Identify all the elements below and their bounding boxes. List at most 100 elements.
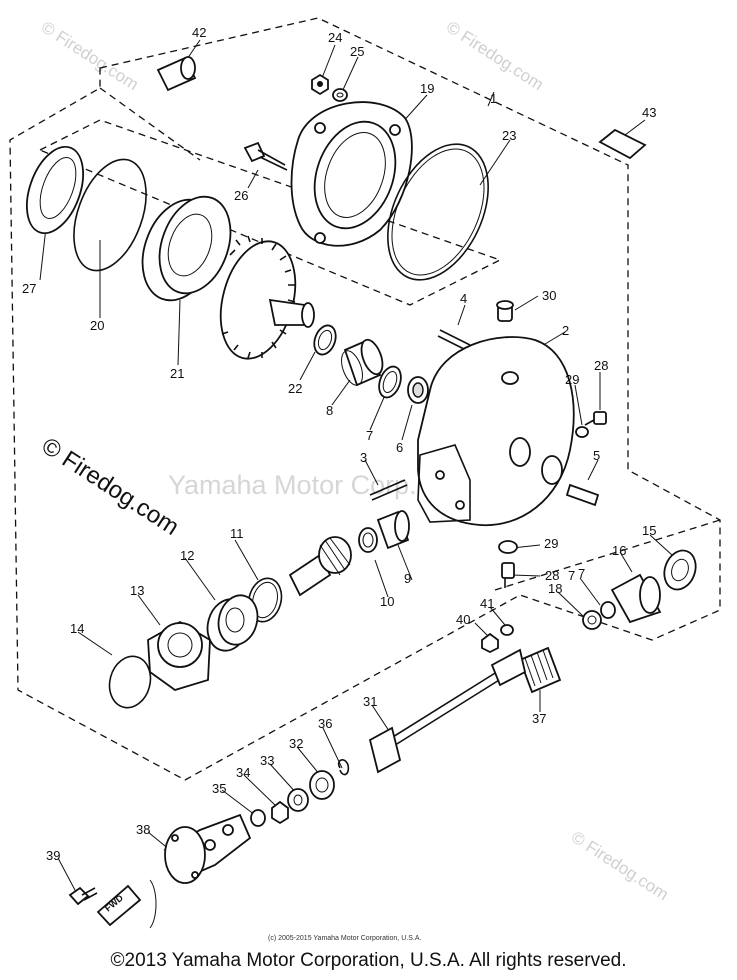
fwd-arrow-tag: FWD: [96, 884, 142, 927]
callout-33: 33: [260, 753, 274, 768]
part-2-gear-case: [417, 336, 575, 527]
part-29-washer-lower: [498, 540, 518, 554]
watermark-top-left: © Firedog.com: [38, 17, 142, 94]
assembly-outline: [9, 17, 721, 781]
callout-5: 5: [593, 448, 600, 463]
part-5-dowel: [565, 483, 600, 507]
callout-41: 41: [480, 596, 494, 611]
part-16-cover: [610, 573, 662, 624]
part-23-o-ring: [387, 143, 489, 281]
callout-8: 8: [326, 403, 333, 418]
callout-7: 7: [366, 428, 373, 443]
callout-16: 16: [612, 543, 626, 558]
flange-outline: [149, 879, 157, 929]
callout-11: 11: [230, 526, 244, 541]
part-29-washer-upper: [575, 426, 589, 438]
callout-9: 9: [404, 571, 411, 586]
small-copyright: (c) 2005-2015 Yamaha Motor Corporation, …: [268, 935, 421, 942]
part-7-ring: [378, 365, 402, 399]
callout-15: 15: [642, 523, 656, 538]
part-27-oil-seal: [26, 145, 84, 235]
callout-25: 25: [350, 44, 364, 59]
callout-labels: 1 2 3 4 5 6 7 8 9 10 11 12 13 14 15 16 7…: [22, 25, 656, 863]
footer-copyright: ©2013 Yamaha Motor Corporation, U.S.A. A…: [110, 950, 627, 971]
callout-28-upper: 28: [594, 358, 608, 373]
part-35-washer: [250, 809, 266, 827]
callout-43: 43: [642, 105, 656, 120]
callout-35: 35: [212, 781, 226, 796]
part-26-bolt: [243, 141, 288, 171]
callout-36: 36: [318, 716, 332, 731]
callout-24: 24: [328, 30, 342, 45]
callout-29-lower: 29: [544, 536, 558, 551]
callout-6: 6: [396, 440, 403, 455]
callout-28-lower: 28: [545, 568, 559, 583]
part-38-flange-yoke: [163, 813, 252, 884]
callout-3: 3: [360, 450, 367, 465]
part-12-bearing: [206, 594, 259, 652]
watermark-bottom-right: © Firedog.com: [568, 827, 672, 904]
part-43-plate: [598, 128, 647, 160]
callout-21: 21: [170, 366, 184, 381]
part-32-oil-seal: [309, 770, 335, 800]
callout-12: 12: [180, 548, 194, 563]
callout-4: 4: [460, 291, 467, 306]
callout-27: 27: [22, 281, 36, 296]
callout-39: 39: [46, 848, 60, 863]
callout-28-7: 7: [568, 568, 575, 583]
callout-20: 20: [90, 318, 104, 333]
part-34-nut: [271, 800, 289, 825]
callout-38: 38: [136, 822, 150, 837]
callout-14: 14: [70, 621, 84, 636]
callout-2: 2: [562, 323, 569, 338]
part-42-bushing: [156, 56, 197, 92]
part-28-bolt-lower: [501, 562, 515, 588]
part-39-bolt: [68, 886, 98, 906]
ring-gear: [219, 235, 315, 360]
part-17-ring: [600, 601, 616, 619]
watermark-top-right: © Firedog.com: [443, 17, 547, 94]
part-21-bearing: [141, 195, 232, 302]
callout-23: 23: [502, 128, 516, 143]
part-10-spacer: [358, 527, 378, 553]
callout-31: 31: [363, 694, 377, 709]
part-22-shim: [313, 324, 337, 356]
callout-32: 32: [289, 736, 303, 751]
part-37-spring: [518, 646, 562, 694]
callout-10: 10: [380, 594, 394, 609]
part-18-nut: [582, 610, 602, 630]
callout-40: 40: [456, 612, 470, 627]
part-15-seal: [663, 549, 697, 591]
part-31-drive-shaft: [368, 648, 527, 774]
part-40-nut: [481, 632, 499, 654]
part-9-bearing: [376, 510, 410, 550]
watermark-side: © Firedog.com: [37, 432, 184, 541]
callout-13: 13: [130, 583, 144, 598]
callout-1: 1: [490, 91, 497, 106]
pinion-gear: [288, 536, 352, 597]
part-41-washer: [500, 624, 514, 636]
part-25-washer: [332, 88, 348, 102]
callout-22: 22: [288, 381, 302, 396]
part-11-circlip: [247, 577, 283, 623]
callout-18: 18: [548, 581, 562, 596]
callout-30: 30: [542, 288, 556, 303]
part-30-breather: [496, 300, 514, 322]
part-28-bolt-upper: [584, 411, 607, 426]
part-6-collar: [407, 376, 429, 404]
part-36-circlip: [337, 759, 350, 776]
part-13-bearing-housing: [147, 620, 211, 691]
callout-42: 42: [192, 25, 206, 40]
callout-26: 26: [234, 188, 248, 203]
leader-lines: [39, 39, 673, 893]
part-8-bearing: [341, 338, 384, 387]
part-33-washer: [287, 788, 309, 812]
part-20-o-ring: [73, 158, 147, 272]
part-3-stud: [369, 479, 408, 501]
part-19-bearing-retainer: [290, 101, 413, 247]
callout-17: 7: [578, 566, 585, 581]
shaft-subgroup-outline: [494, 519, 721, 591]
callout-29-upper: 29: [565, 372, 579, 387]
callout-34: 34: [236, 765, 250, 780]
